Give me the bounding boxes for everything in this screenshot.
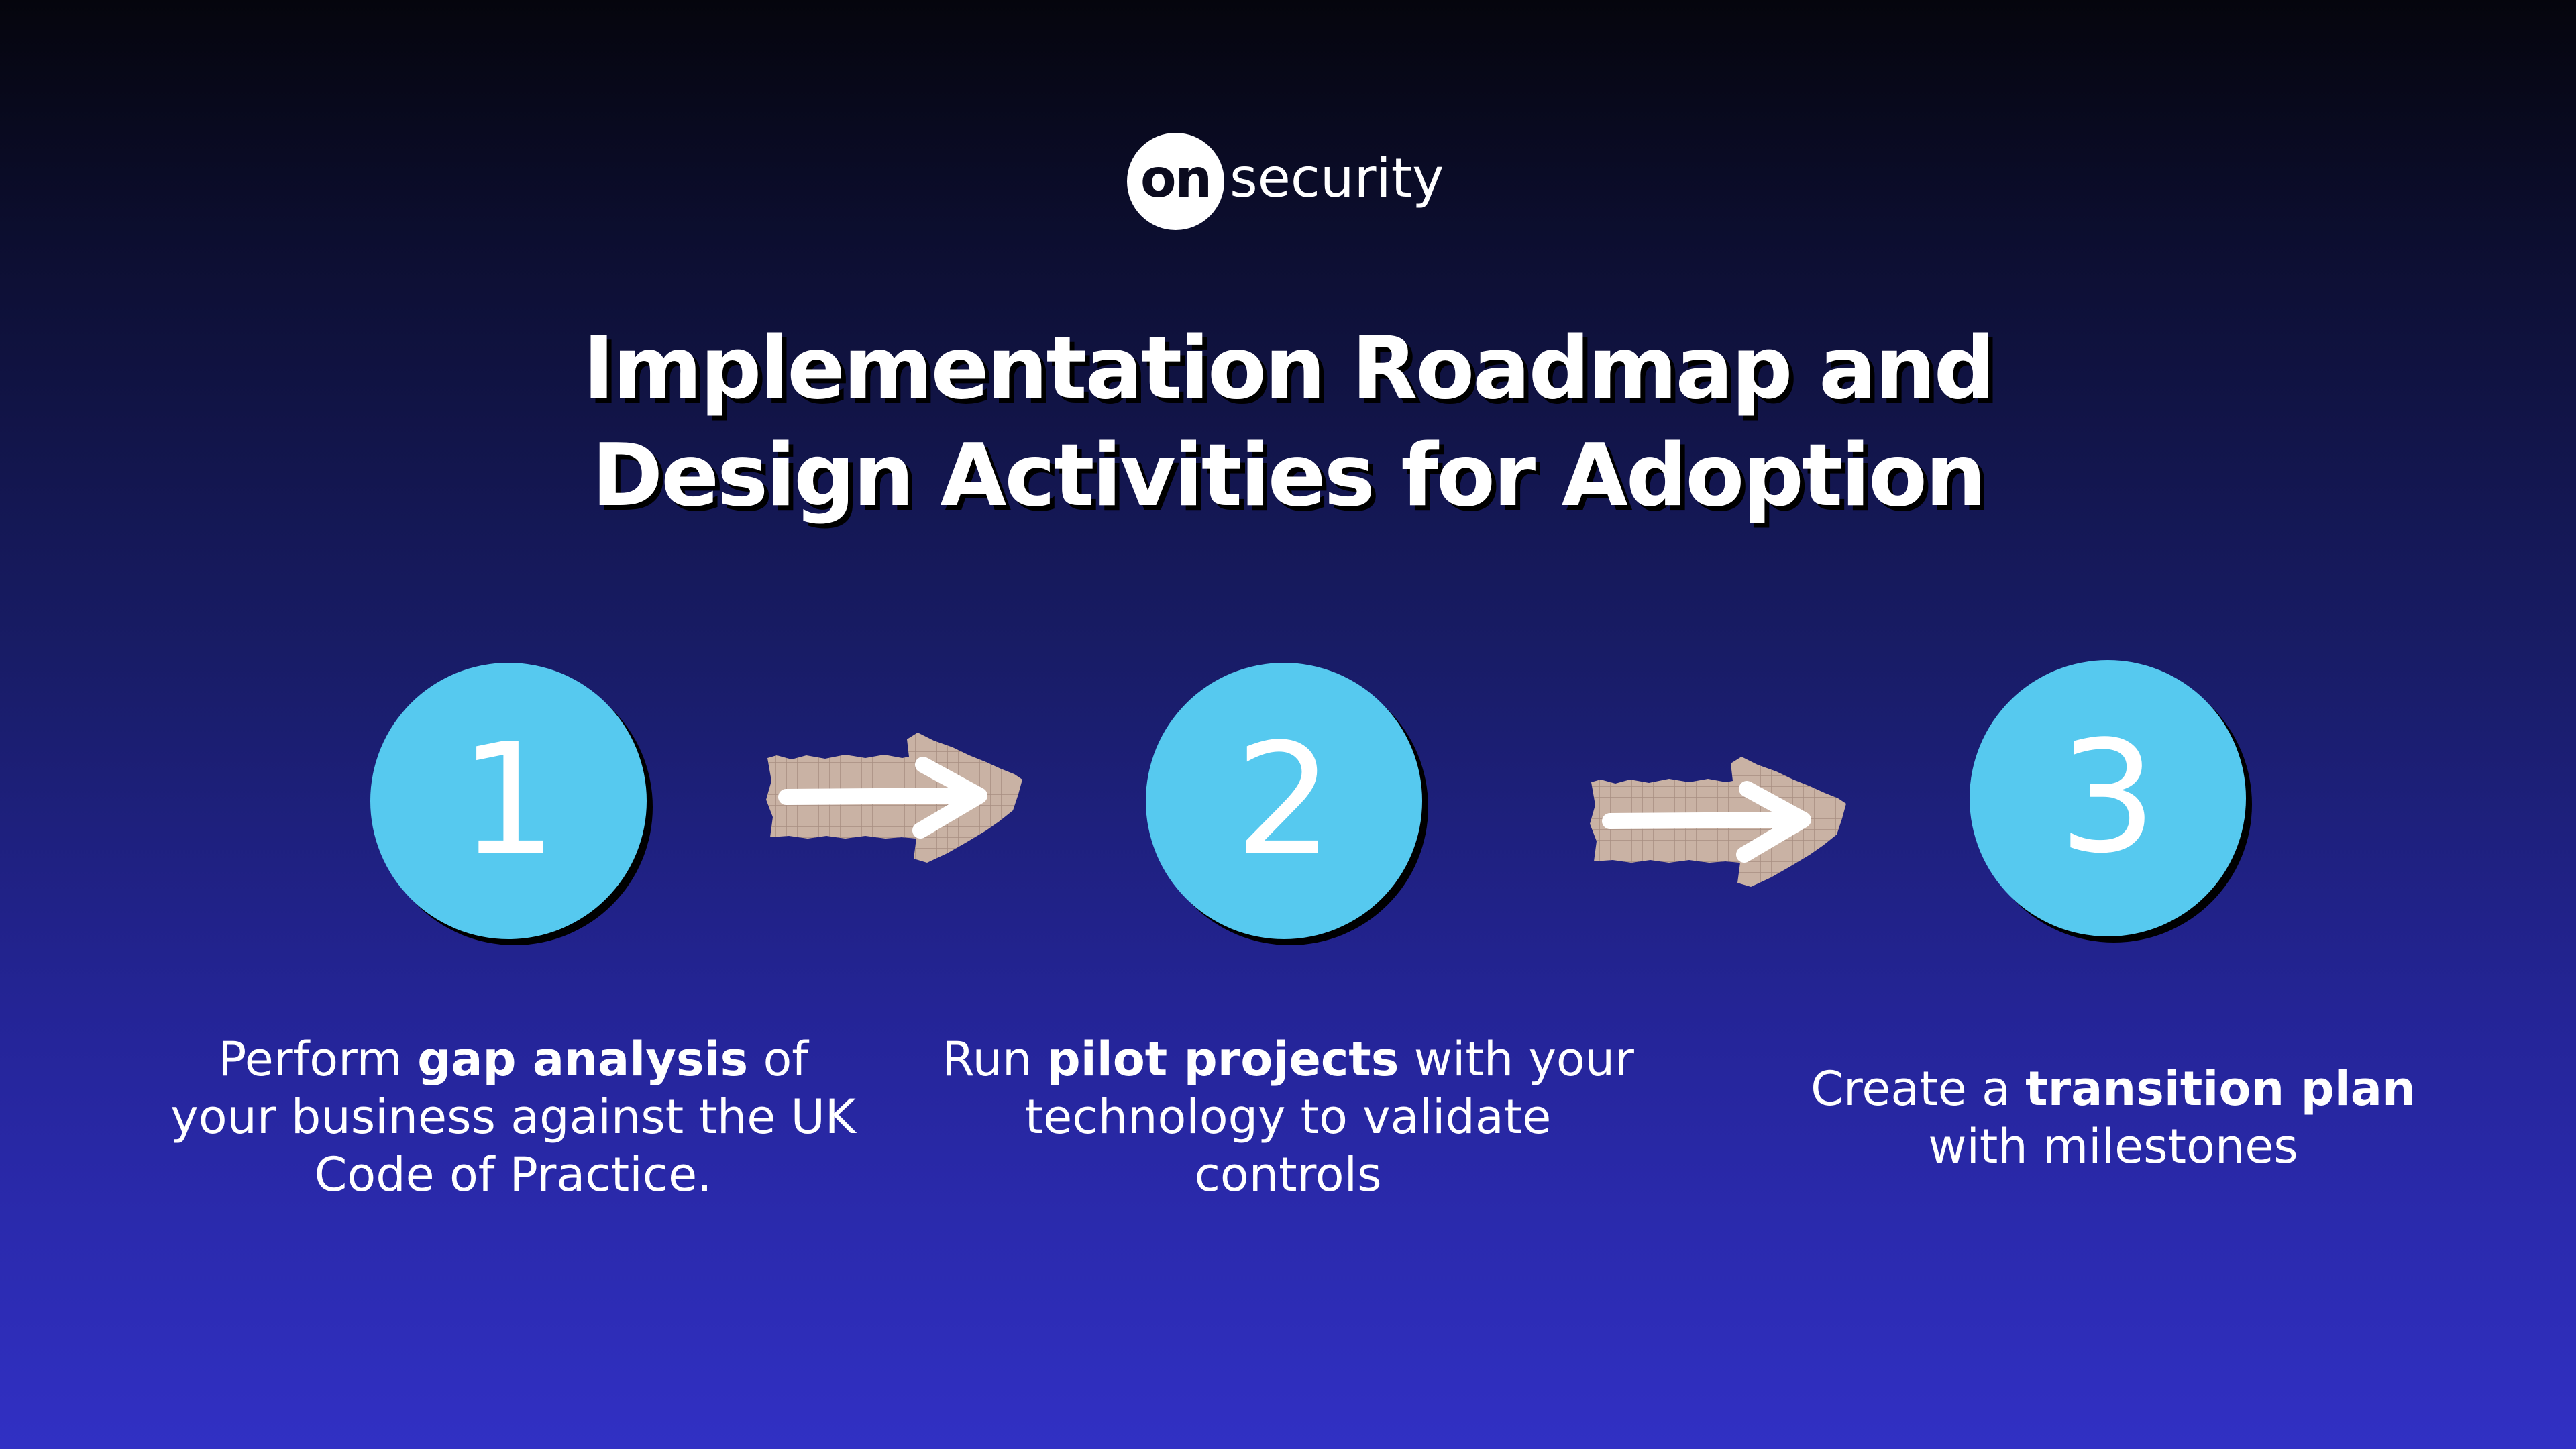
step-1-text-pre: Perform [218,1032,418,1087]
step-3-text-post: with milestones [1928,1119,2298,1174]
arrow-stroke [778,757,987,839]
step-3-number: 3 [2058,708,2157,888]
step-1-description: Perform gap analysis of your business ag… [164,1030,862,1203]
arrow-stroke [1602,781,1811,863]
arrow-right-icon [1590,757,1846,887]
step-2-text-post: with your technology to validate control… [1024,1032,1634,1202]
step-3-text-bold: transition plan [2025,1061,2416,1116]
logo-badge-text: on [1140,149,1212,209]
title-line-2: Design Activities for Adoption [591,426,1986,526]
logo-badge: on [1127,132,1224,230]
step-1-circle: 1 [370,663,647,939]
page-title: Implementation Roadmap and Design Activi… [0,315,2576,530]
logo-wordmark: security [1230,146,1444,209]
arrow-right-icon [766,733,1022,863]
step-2-text-bold: pilot projects [1046,1032,1399,1087]
step-1-number: 1 [459,711,558,890]
step-1-text-post: of your business against the UK Code of … [170,1032,856,1202]
step-3-circle: 3 [1970,660,2246,936]
onsecurity-logo: on security [1127,131,1444,231]
step-2-text-pre: Run [942,1032,1047,1087]
step-2-number: 2 [1234,711,1334,890]
step-1-text-bold: gap analysis [417,1032,749,1087]
step-2-description: Run pilot projects with your technology … [939,1030,1637,1203]
step-2-circle: 2 [1146,663,1422,939]
title-line-1: Implementation Roadmap and [582,319,1995,419]
step-3-text-pre: Create a [1811,1061,2026,1116]
step-3-description: Create a transition plan with milestones [1764,1060,2462,1175]
